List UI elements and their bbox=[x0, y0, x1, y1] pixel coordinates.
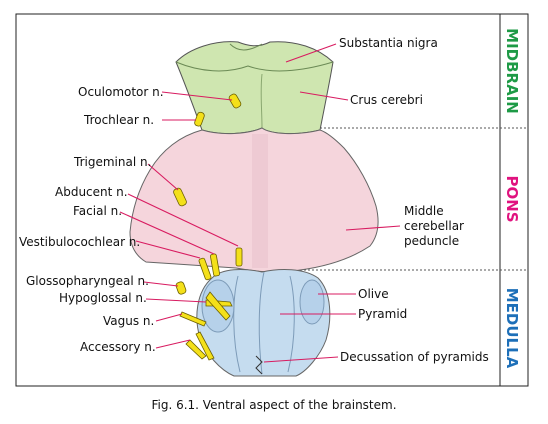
label-decussation-of-pyramids: Decussation of pyramids bbox=[340, 350, 489, 364]
figure-caption: Fig. 6.1. Ventral aspect of the brainste… bbox=[151, 398, 397, 412]
medulla bbox=[196, 269, 331, 377]
region-label-medulla: MEDULLA bbox=[503, 288, 521, 369]
label-trochlear-nerve: Trochlear n. bbox=[83, 113, 154, 127]
label-hypoglossal-nerve: Hypoglossal n. bbox=[59, 291, 147, 305]
label-olive: Olive bbox=[358, 287, 389, 301]
label-vestibulocochlear-nerve: Vestibulocochlear n. bbox=[19, 235, 140, 249]
label-vagus-nerve: Vagus n. bbox=[103, 314, 154, 328]
region-label-pons: PONS bbox=[503, 175, 521, 222]
label-middle-cerebellar-peduncle-1: Middle bbox=[404, 204, 444, 218]
label-middle-cerebellar-peduncle-3: peduncle bbox=[404, 234, 459, 248]
label-accessory-nerve: Accessory n. bbox=[80, 340, 156, 354]
label-substantia-nigra: Substantia nigra bbox=[339, 36, 438, 50]
label-abducent-nerve: Abducent n. bbox=[55, 185, 128, 199]
label-facial-nerve: Facial n. bbox=[73, 204, 122, 218]
cranial-nerves bbox=[173, 93, 243, 361]
label-trigeminal-nerve: Trigeminal n. bbox=[73, 155, 151, 169]
region-label-midbrain: MIDBRAIN bbox=[503, 28, 521, 114]
label-middle-cerebellar-peduncle-2: cerebellar bbox=[404, 219, 464, 233]
label-oculomotor-nerve: Oculomotor n. bbox=[78, 85, 164, 99]
label-crus-cerebri: Crus cerebri bbox=[350, 93, 423, 107]
pons bbox=[129, 127, 379, 273]
label-glossopharyngeal-nerve: Glossopharyngeal n. bbox=[26, 274, 149, 288]
leader-lines bbox=[119, 43, 401, 363]
label-pyramid: Pyramid bbox=[358, 307, 407, 321]
